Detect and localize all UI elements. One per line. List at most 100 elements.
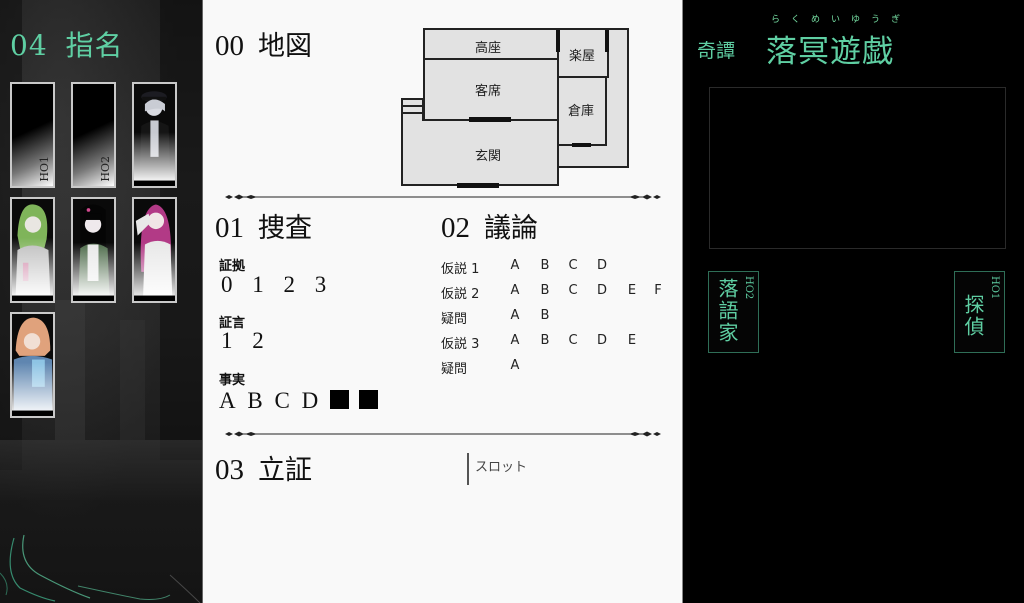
scenario-title: 落冥遊戯: [766, 34, 894, 70]
ornamental-divider-icon: [225, 194, 661, 200]
debate-item[interactable]: A: [510, 358, 520, 373]
room-label: 楽屋: [569, 49, 596, 64]
hidden-fact-block: [329, 390, 349, 409]
testimony-item[interactable]: 2: [252, 328, 268, 353]
section-label: 指名: [65, 29, 124, 62]
testimony-label: 証言: [219, 316, 246, 331]
section-number: 03: [215, 454, 244, 486]
background-street: [0, 440, 202, 500]
scenario-panel: らくめいゆうぎ 奇譚 落冥遊戯 HO2 落語家 HO1 探偵: [683, 0, 1024, 603]
fact-item[interactable]: B: [247, 388, 265, 413]
evidence-item[interactable]: 2: [283, 272, 299, 297]
character-portrait-icon: [12, 199, 53, 296]
map-steps: [401, 98, 424, 121]
hidden-fact-block: [358, 390, 378, 409]
role-tag-ho2[interactable]: HO2 落語家: [708, 271, 759, 353]
evidence-label: 証拠: [219, 259, 246, 274]
character-portrait-icon: [12, 314, 53, 411]
role-tag-ho1[interactable]: HO1 探偵: [954, 271, 1005, 353]
debate-row-label: 仮説 3: [441, 337, 480, 352]
character-card-black[interactable]: [71, 197, 116, 303]
debate-item[interactable]: A: [510, 258, 520, 273]
map-door: [556, 30, 560, 52]
map-door: [469, 117, 511, 122]
map-room-souko[interactable]: 倉庫: [557, 76, 607, 146]
map-room-genkan[interactable]: 玄関: [401, 119, 559, 186]
slot-label: スロット: [475, 460, 528, 475]
evidence-item[interactable]: 3: [314, 272, 331, 297]
fact-item[interactable]: C: [274, 388, 292, 413]
debate-item[interactable]: A: [510, 333, 520, 348]
map-room-kyakuseki[interactable]: 客席: [423, 58, 559, 122]
room-label: 玄関: [475, 149, 502, 164]
section-label: 議論: [484, 213, 538, 244]
role-tag-ho: HO2: [743, 276, 754, 300]
debate-item[interactable]: C: [568, 333, 578, 348]
section-label: 地図: [258, 31, 312, 62]
proof-slot[interactable]: スロット: [467, 453, 527, 485]
debate-row-label: 仮説 2: [441, 287, 480, 302]
character-portrait-icon: [134, 199, 175, 296]
room-label: 高座: [475, 41, 502, 56]
testimony-item[interactable]: 1: [221, 328, 237, 353]
section-label: 捜査: [258, 213, 312, 244]
map-room-gakuya[interactable]: 楽屋: [557, 28, 609, 78]
room-label: 客席: [475, 84, 502, 99]
section-title-nomination: 04 指名: [10, 24, 124, 64]
card-ho-label: HO2: [99, 156, 112, 182]
debate-row-label: 疑問: [441, 312, 468, 327]
debate-item[interactable]: A: [510, 308, 520, 323]
evidence-item[interactable]: 0: [221, 272, 237, 297]
fact-item[interactable]: D: [301, 388, 321, 413]
character-portrait-icon: [134, 84, 175, 181]
debate-row-label: 疑問: [441, 362, 468, 377]
character-card-cap[interactable]: [132, 82, 177, 188]
character-card-green[interactable]: [10, 197, 55, 303]
decorative-swirl-icon: [0, 534, 201, 603]
section-number: 01: [215, 212, 244, 244]
debate-row-label: 仮説 1: [441, 262, 480, 277]
role-tag-name: 落語家: [715, 278, 739, 344]
section-title-investigation: 01 捜査: [215, 206, 312, 245]
debate-item[interactable]: D: [596, 283, 607, 298]
character-card-ho2[interactable]: HO2: [71, 82, 116, 188]
debate-item[interactable]: E: [627, 283, 637, 298]
character-card-orange[interactable]: [10, 312, 55, 418]
nomination-panel: 04 指名 HO1 HO2: [0, 0, 202, 603]
debate-item[interactable]: F: [654, 283, 662, 298]
character-card-magenta[interactable]: [132, 197, 177, 303]
debate-item[interactable]: A: [510, 283, 520, 298]
debate-item[interactable]: C: [568, 283, 578, 298]
map-door: [605, 30, 609, 52]
debate-item[interactable]: B: [540, 308, 550, 323]
debate-item[interactable]: D: [596, 258, 607, 273]
map-door: [457, 183, 499, 188]
display-area: [709, 87, 1006, 249]
debate-item[interactable]: B: [540, 258, 550, 273]
character-card-ho1[interactable]: HO1: [10, 82, 55, 188]
debate-item[interactable]: B: [540, 333, 550, 348]
debate-item[interactable]: E: [627, 333, 637, 348]
character-portrait-icon: [73, 199, 114, 296]
map-room-koza[interactable]: 高座: [423, 28, 559, 60]
section-label: 立証: [258, 455, 312, 486]
role-tag-ho: HO1: [989, 276, 1000, 300]
evidence-values: 0 1 2 3: [221, 272, 336, 298]
evidence-item[interactable]: 1: [252, 272, 268, 297]
title-ruby: らくめいゆうぎ: [771, 15, 912, 25]
card-ho-label: HO1: [38, 156, 51, 182]
background-building: [55, 300, 85, 440]
title-prefix: 奇譚: [697, 40, 736, 62]
debate-item[interactable]: D: [596, 333, 607, 348]
fact-item[interactable]: A: [219, 388, 238, 413]
facts-label: 事実: [219, 373, 246, 388]
facts-values: A B C D: [219, 388, 378, 414]
debate-item[interactable]: B: [540, 283, 550, 298]
testimony-values: 1 2: [221, 328, 274, 354]
debate-item[interactable]: C: [568, 258, 578, 273]
map-door: [572, 143, 591, 147]
section-title-proof: 03 立証: [215, 448, 312, 487]
section-number: 04: [10, 29, 48, 62]
